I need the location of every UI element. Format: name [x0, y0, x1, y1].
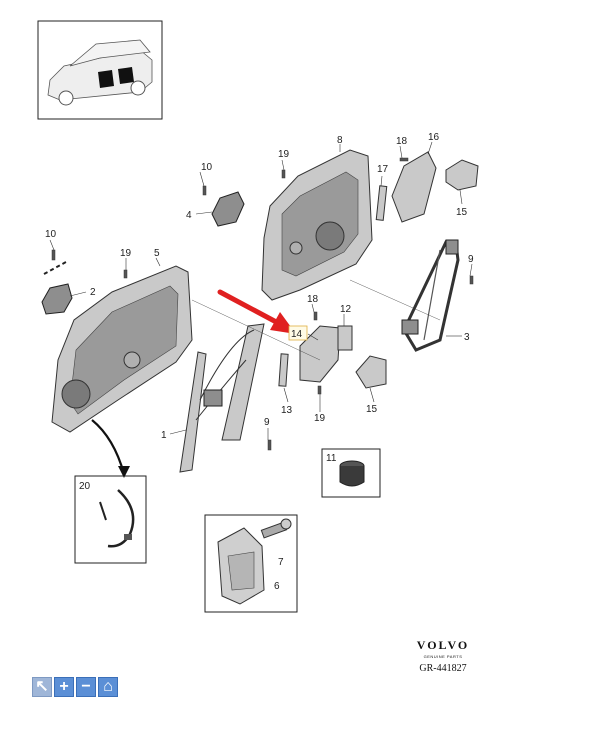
callout-12: 12: [340, 304, 352, 315]
callout-16: 16: [428, 132, 440, 143]
bracket-2: [41, 283, 73, 315]
callout-14: 14: [291, 329, 303, 340]
detail-box-11: [321, 448, 381, 498]
bracket-14: [299, 325, 341, 383]
callout-1: 1: [161, 430, 167, 441]
callout-9-lower: 9: [264, 417, 270, 428]
callout-4: 4: [186, 210, 192, 221]
callout-18-lower: 18: [307, 294, 319, 305]
callout-11: 11: [326, 453, 337, 464]
genuine-parts-label: GENUINE PARTS: [423, 654, 463, 659]
door-module-panel-8: [261, 149, 373, 301]
window-regulator-1: [179, 323, 265, 473]
clip-15-lower: [355, 355, 387, 389]
leader-lines: [49, 141, 473, 440]
callout-15-upper: 15: [456, 207, 468, 218]
callout-10-upper: 10: [201, 162, 213, 173]
callout-3: 3: [464, 332, 470, 343]
car-thumbnail: [37, 20, 163, 120]
callout-10-left: 10: [45, 229, 57, 240]
detail-20-connector: [91, 419, 126, 475]
callout-13: 13: [281, 405, 293, 416]
screws: [51, 157, 474, 451]
zoom-in-icon[interactable]: +: [54, 677, 74, 697]
clip-15-upper: [445, 159, 479, 191]
clip-12: [337, 325, 353, 351]
callout-5: 5: [154, 248, 160, 259]
callout-19-upper: 19: [278, 149, 290, 160]
bracket-16: [391, 151, 437, 223]
callout-14-frame: [288, 325, 308, 341]
detail-20-connector-arrowhead: [118, 466, 130, 478]
volvo-logo: VOLVO: [416, 638, 470, 652]
callout-9-right: 9: [468, 254, 474, 265]
pointer-icon[interactable]: ↖: [32, 677, 52, 697]
zoom-out-icon[interactable]: −: [76, 677, 96, 697]
callout-8: 8: [337, 135, 343, 146]
volvo-brand-block: VOLVO GENUINE PARTS GR-441827: [412, 638, 474, 674]
seal-17: [375, 185, 388, 221]
callout-15-lower: 15: [366, 404, 378, 415]
detail-box-6-7: [204, 514, 298, 613]
callout-19-left: 19: [120, 248, 132, 259]
window-regulator-3: [401, 239, 460, 352]
diagram-code: GR-441827: [419, 663, 467, 674]
callout-2: 2: [90, 287, 96, 298]
callout-20: 20: [79, 481, 91, 492]
callout-19-lower: 19: [314, 413, 326, 424]
seal-13: [278, 353, 289, 387]
callout-17: 17: [377, 164, 389, 175]
callout-6: 6: [274, 581, 280, 592]
callout-7: 7: [278, 557, 284, 568]
zoom-toolbar: ↖ + − ⌂: [32, 677, 118, 697]
dashed-cable: [43, 261, 67, 275]
detail-box-20: [74, 475, 147, 564]
callout-18-upper: 18: [396, 136, 408, 147]
home-icon[interactable]: ⌂: [98, 677, 118, 697]
bracket-4: [211, 191, 245, 227]
door-module-panel-5: [51, 265, 193, 433]
callout-labels: 10 19 8 18 16 17 15 4 10 19 5 9 2 18 12 …: [45, 132, 474, 592]
